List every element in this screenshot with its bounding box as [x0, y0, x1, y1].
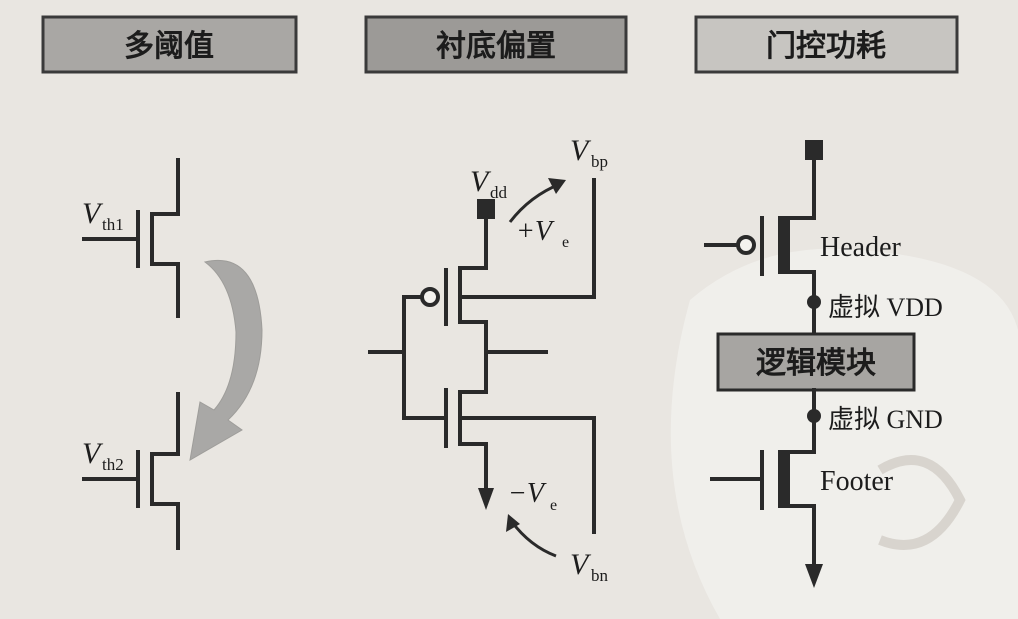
pmos-transistor [420, 178, 596, 354]
label-footer: Footer [820, 466, 894, 497]
label-vth1-sub: th1 [102, 215, 124, 234]
title-multi-threshold: 多阈值 [124, 29, 214, 64]
label-vbn-sub: bn [591, 566, 609, 585]
virtual-vdd-node-icon [807, 295, 821, 309]
label-plus-ve-sub: e [562, 234, 569, 251]
pmos-gate-bubble-icon [420, 287, 440, 307]
title-power-gating: 门控功耗 [766, 29, 886, 64]
footer-transistor [710, 450, 816, 510]
left-panel: V th1 V th2 [82, 158, 263, 550]
right-panel: Header 虚拟 VDD 逻辑模块 虚拟 GND Footer [704, 140, 943, 588]
label-virtual-gnd: 虚拟 GND [828, 405, 943, 434]
title-box-body-bias: 衬底偏置 [364, 15, 628, 74]
minus-ve-arrow-icon [510, 521, 557, 558]
transistor-vth1 [82, 158, 180, 318]
curved-arrow-icon [189, 260, 263, 461]
label-vbn-main: V [570, 548, 592, 581]
label-vth2-main: V [82, 437, 104, 470]
label-vth1-main: V [82, 197, 104, 230]
virtual-gnd-node-icon [807, 409, 821, 423]
logic-block: 逻辑模块 [716, 332, 916, 392]
label-vbp-sub: bp [591, 152, 608, 171]
label-header: Header [820, 232, 902, 263]
label-minus-ve: −V [508, 478, 547, 509]
label-vth2-sub: th2 [102, 455, 124, 474]
supply-terminal-icon [805, 140, 823, 160]
header-transistor [704, 216, 816, 276]
footer-ground-arrow-icon [805, 564, 823, 588]
title-box-power-gating: 门控功耗 [694, 15, 959, 74]
label-plus-ve: +V [516, 216, 555, 247]
vdd-terminal-icon [477, 199, 495, 219]
title-box-multi-threshold: 多阈值 [41, 15, 298, 74]
ground-arrow-icon [478, 488, 494, 510]
label-vbp-main: V [570, 134, 592, 167]
label-vdd-sub: dd [490, 183, 508, 202]
label-vdd-main: V [470, 165, 492, 198]
header-gate-bubble-icon [736, 235, 756, 255]
label-virtual-vdd: 虚拟 VDD [828, 293, 943, 322]
label-logic-block: 逻辑模块 [756, 346, 876, 381]
title-body-bias: 衬底偏置 [436, 29, 556, 64]
label-minus-ve-sub: e [550, 497, 557, 514]
transistor-vth2 [82, 392, 180, 550]
nmos-transistor [402, 350, 596, 534]
middle-panel: V dd [368, 134, 609, 585]
